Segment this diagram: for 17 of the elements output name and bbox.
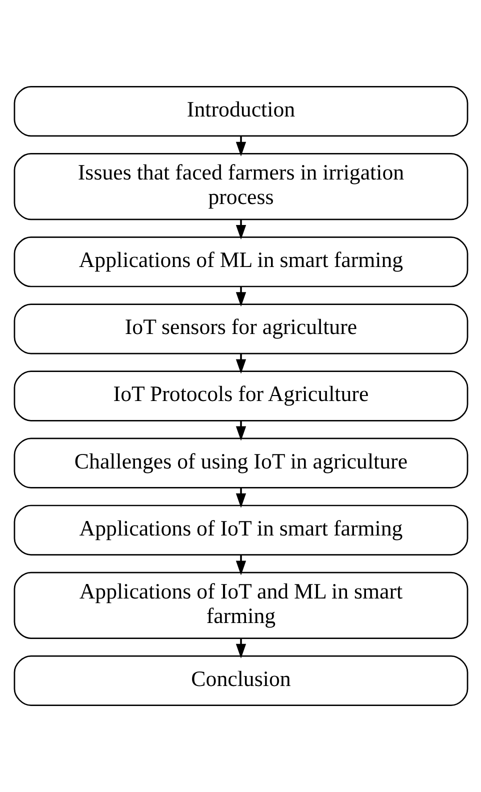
node-box: Issues that faced farmers in irrigation process	[13, 153, 468, 220]
node-box: Applications of ML in smart farming	[13, 236, 468, 288]
arrow	[235, 638, 246, 658]
arrow	[235, 136, 246, 156]
node-box: Introduction	[13, 86, 468, 137]
node-box: Conclusion	[13, 655, 468, 706]
node-box: IoT sensors for agriculture	[13, 304, 468, 354]
arrow	[235, 488, 246, 508]
arrow	[235, 220, 246, 240]
arrow	[235, 286, 246, 307]
node-box: Applications of IoT and ML in smart farming	[13, 572, 468, 639]
node-box: IoT Protocols for Agriculture	[13, 370, 468, 422]
arrow	[235, 554, 246, 576]
arrow	[235, 420, 246, 441]
node-box: Challenges of using IoT in agriculture	[13, 438, 468, 488]
node-box: Applications of IoT in smart farming	[13, 504, 468, 556]
arrow	[235, 354, 246, 374]
